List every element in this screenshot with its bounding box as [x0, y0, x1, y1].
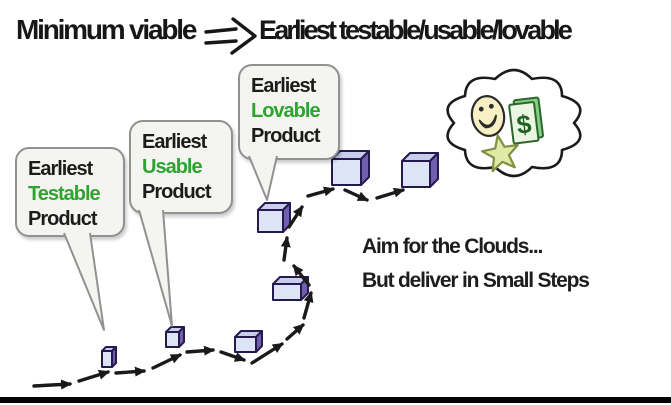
annotation-line-1: Aim for the Clouds...	[362, 235, 543, 258]
cube-2	[165, 326, 185, 348]
cube-6	[331, 150, 370, 186]
callout-earliest-testable: Earliest Testable Product	[15, 147, 125, 237]
thought-cloud: $	[446, 68, 582, 178]
callout-highlight: Lovable	[251, 100, 321, 122]
callout-line: Earliest	[142, 131, 207, 153]
smiley-face-icon	[470, 95, 506, 137]
cube-1	[101, 346, 117, 368]
callout-line: Product	[142, 181, 212, 203]
callout-line: Earliest	[28, 158, 93, 180]
callout-earliest-lovable: Earliest Lovable Product	[238, 64, 340, 160]
svg-text:$: $	[515, 108, 534, 140]
title-earliest-tul: Earliest testable/usable/lovable	[259, 15, 573, 45]
callout-earliest-usable: Earliest Usable Product	[129, 120, 233, 214]
star-icon	[481, 134, 519, 173]
cube-3	[234, 330, 263, 353]
callout-line: Product	[251, 125, 321, 147]
growth-path-arrows	[32, 186, 405, 390]
annotation-text: Aim for the Clouds... But deliver in Sma…	[362, 230, 590, 298]
product-cubes	[101, 150, 439, 368]
cube-7	[401, 152, 439, 188]
double-arrow-icon	[204, 17, 257, 55]
bottom-border-bar	[0, 397, 671, 403]
callout-highlight: Testable	[28, 183, 101, 205]
annotation-line-2: But deliver in Small Steps	[362, 269, 590, 292]
money-bills-icon: $	[508, 96, 544, 145]
title-minimum-viable: Minimum viable	[16, 14, 197, 45]
callout-line: Earliest	[251, 75, 316, 97]
cube-4	[272, 276, 309, 301]
cube-5-testable-target	[257, 202, 291, 233]
callout-highlight: Usable	[142, 156, 203, 178]
callout-line: Product	[28, 208, 98, 230]
